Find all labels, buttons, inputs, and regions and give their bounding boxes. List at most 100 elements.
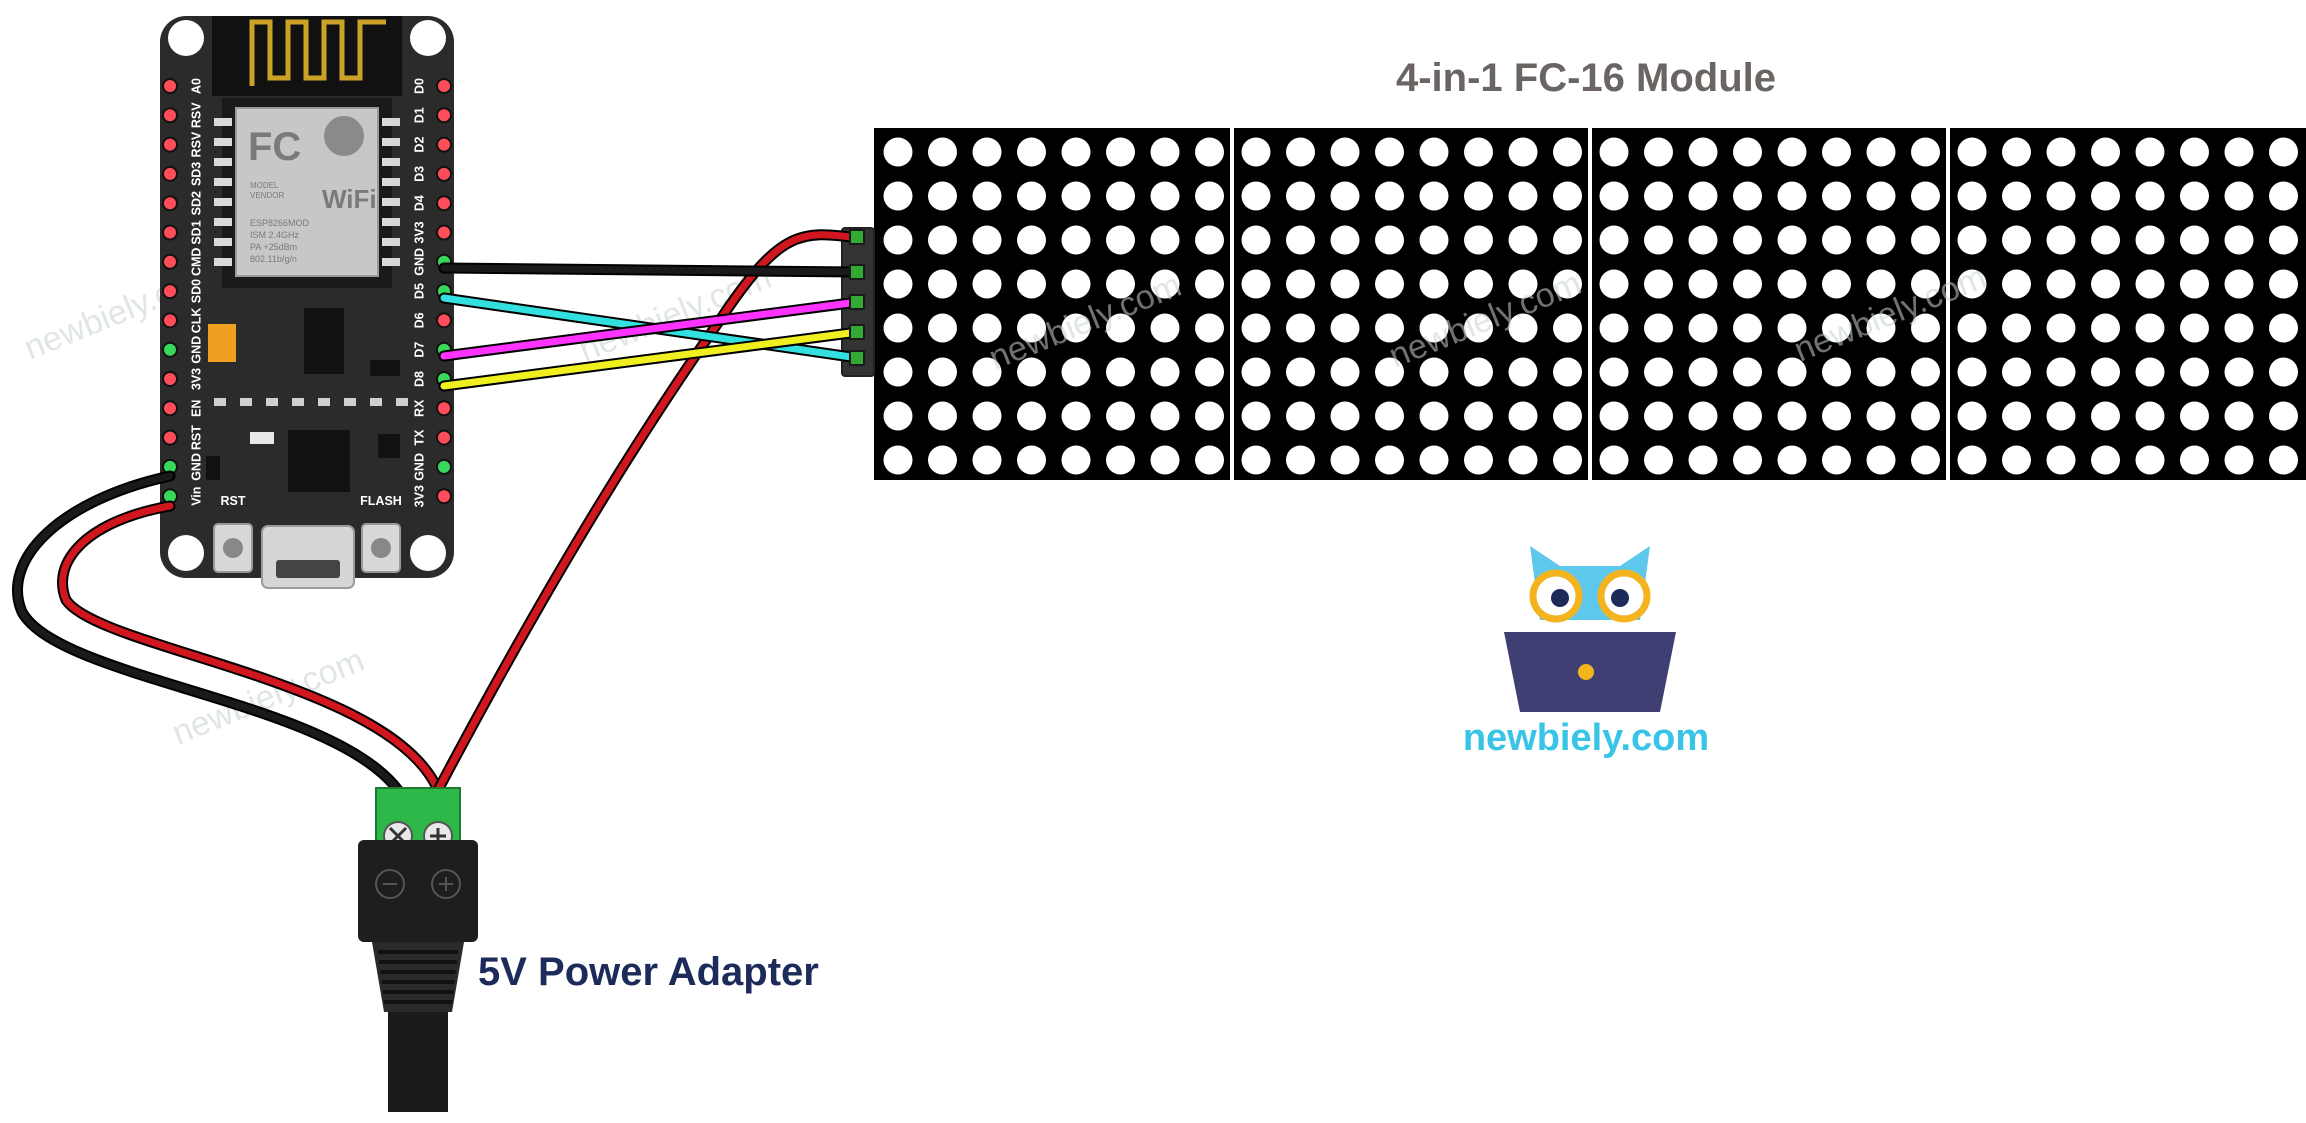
led-dot (1195, 181, 1224, 211)
pin-label: RSV (189, 131, 203, 157)
pin-pad (436, 195, 452, 212)
pin-label: D4 (412, 195, 426, 211)
led-dot (1464, 357, 1493, 387)
led-dot (928, 181, 957, 211)
led-dot (1464, 269, 1493, 299)
pin-pad (162, 253, 178, 270)
smd-resistor (214, 398, 226, 406)
pin-pad (162, 195, 178, 212)
led-dot (1688, 137, 1718, 167)
module-divider (1588, 128, 1592, 480)
led-dot (928, 357, 957, 387)
led-dot (1286, 181, 1315, 211)
led-dot (1911, 225, 1940, 255)
led-dot (883, 225, 913, 255)
led-dot (1375, 225, 1404, 255)
led-dot (1464, 225, 1493, 255)
led-dot (972, 269, 1002, 299)
led-dot (1150, 137, 1180, 167)
led-dot (2091, 313, 2120, 343)
led-dot (883, 181, 913, 211)
led-dot (1911, 313, 1940, 343)
led-dot (1286, 269, 1315, 299)
pin-label: GND (412, 453, 426, 481)
led-dot (1061, 137, 1091, 167)
castellation (214, 238, 232, 246)
cable-rib (380, 970, 456, 974)
left-pin-labels: A0RSVRSVSD3SD2SD1CMDSD0CLKGND3V3ENRSTGND… (189, 78, 203, 506)
mounting-hole (168, 535, 204, 571)
led-dot (928, 445, 957, 475)
rst-button-cap (223, 538, 243, 558)
led-dot (1375, 313, 1404, 343)
wires (12, 229, 865, 796)
led-dot (1419, 357, 1449, 387)
led-dot (1957, 269, 1987, 299)
wifi-mark: WiFi (322, 184, 377, 214)
led-dot (883, 357, 913, 387)
led-dot (1688, 313, 1718, 343)
pin-pad (162, 78, 178, 94)
led-dot (1017, 445, 1046, 475)
led-dot (1957, 181, 1987, 211)
led-dot (1733, 225, 1762, 255)
led-dot (1822, 313, 1851, 343)
pin-label: CLK (189, 308, 203, 334)
pin-label: D7 (412, 342, 426, 358)
led-dot (1330, 181, 1360, 211)
led-dot (1061, 269, 1091, 299)
led-dot (1106, 181, 1135, 211)
led-dot (1957, 137, 1987, 167)
pin-pad (436, 400, 452, 417)
castellation (214, 258, 232, 266)
led-dot (1911, 401, 1940, 431)
led-dot (1822, 269, 1851, 299)
led-dot (2046, 181, 2076, 211)
led-dot (1375, 401, 1404, 431)
pin-label: D5 (412, 283, 426, 299)
matrix-dividers (1230, 128, 1950, 480)
castellation (214, 138, 232, 146)
castellation (382, 238, 400, 246)
led-dot (2269, 269, 2298, 299)
led-dot (2046, 401, 2076, 431)
pin-label: SD2 (189, 191, 203, 215)
pin-label: GND (189, 453, 203, 481)
pin-pad (162, 224, 178, 241)
led-dot (2269, 313, 2298, 343)
castellation (382, 118, 400, 126)
smd-resistor-row (214, 398, 408, 406)
regulator-chip (304, 308, 344, 374)
led-dot (1286, 401, 1315, 431)
led-dot (972, 445, 1002, 475)
led-dot (2002, 225, 2031, 255)
led-dot (1195, 445, 1224, 475)
led-dot (2135, 137, 2165, 167)
led-dot (1866, 357, 1896, 387)
pin-label: D8 (412, 371, 426, 387)
led-dot (1866, 225, 1896, 255)
led-dot (1241, 181, 1271, 211)
led-dot (2224, 225, 2254, 255)
pin-label: 3V3 (412, 485, 426, 507)
newbiely-logo: newbiely.com (1463, 546, 1709, 759)
led-dot (2180, 269, 2209, 299)
led-dot (1644, 225, 1673, 255)
castellation (382, 158, 400, 166)
module-text: PA +25dBm (250, 242, 297, 252)
led-dot (1733, 137, 1762, 167)
led-dot (2224, 313, 2254, 343)
led-dot (1644, 357, 1673, 387)
led-dot (2091, 225, 2120, 255)
smd-resistor (318, 398, 330, 406)
flash-label: FLASH (360, 494, 402, 508)
led-dot (2091, 445, 2120, 475)
led-dot (1017, 313, 1046, 343)
led-dot (1017, 357, 1046, 387)
led-dot (1150, 401, 1180, 431)
led-dot (2002, 445, 2031, 475)
led-dot (928, 401, 957, 431)
led-dot (1553, 225, 1582, 255)
smd-resistor (266, 398, 278, 406)
